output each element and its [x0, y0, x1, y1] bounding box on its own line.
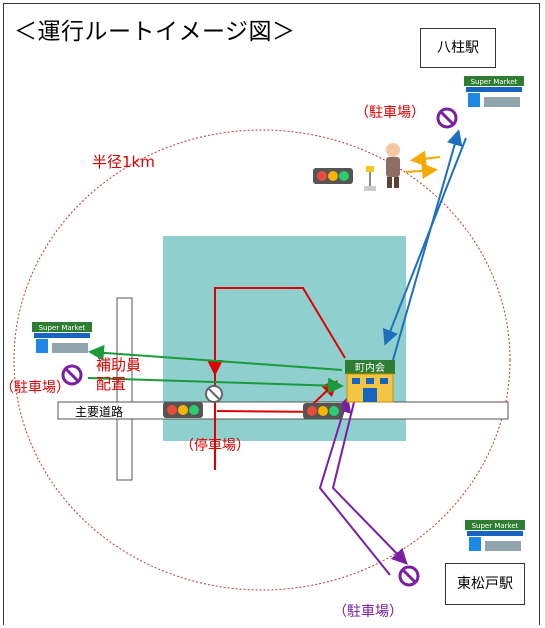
parking-label-bottom: （駐車場）: [333, 604, 403, 620]
assistant-person-icon: [364, 143, 400, 191]
traffic-light-icon: [313, 168, 353, 184]
traffic-light-icon: [303, 403, 343, 419]
station-yabashira-label: 八柱駅: [437, 40, 479, 56]
page-title: ＜運行ルートイメージ図＞: [14, 19, 296, 45]
town-hall-icon: 町内会: [345, 360, 395, 403]
radius-circle: [13, 129, 511, 591]
red-route-loop: [214, 287, 346, 470]
green-route-out: [88, 344, 343, 371]
no-parking-sign-icon: [436, 107, 458, 129]
stop-label: （停車場）: [180, 438, 250, 454]
svg-text:Super Market: Super Market: [472, 522, 519, 530]
diagram-frame: [3, 3, 540, 625]
station-yabashira: 八柱駅: [420, 28, 496, 68]
radius-label: 半径1km: [92, 153, 155, 171]
supermarket-icon-top: Super Market: [464, 76, 524, 107]
assistant-label-line2: 配置: [96, 375, 127, 393]
purple-route-down: [331, 397, 408, 565]
no-parking-sign-icon: [398, 565, 420, 587]
blue-route-down: [382, 137, 467, 346]
svg-text:町内会: 町内会: [355, 361, 385, 374]
green-route-in: [87, 377, 344, 394]
no-parking-sign-icon: [61, 364, 83, 386]
main-road-label: 主要道路: [75, 405, 124, 419]
svg-text:Super Market: Super Market: [471, 78, 518, 86]
blue-route-up: [392, 129, 463, 361]
vertical-road: [116, 297, 133, 481]
orange-arrow-left: [410, 150, 441, 167]
parking-label-left: （駐車場）: [0, 380, 70, 396]
station-higashimatsudo-label: 東松戸駅: [457, 576, 513, 592]
traffic-light-icon: [163, 402, 203, 418]
orange-arrow-right: [405, 162, 438, 179]
supermarket-icon-bottom: Super Market: [465, 520, 525, 551]
bus-stop-sign-icon: [205, 385, 223, 403]
station-higashimatsudo: 東松戸駅: [445, 563, 525, 605]
road-intersection: [118, 403, 131, 418]
purple-route-up: [318, 396, 391, 576]
assistant-label-line1: 補助員: [96, 356, 142, 374]
supermarket-icon-left: Super Market: [32, 322, 92, 353]
svg-text:Super Market: Super Market: [39, 324, 86, 332]
parking-label-top: （駐車場）: [355, 105, 425, 121]
